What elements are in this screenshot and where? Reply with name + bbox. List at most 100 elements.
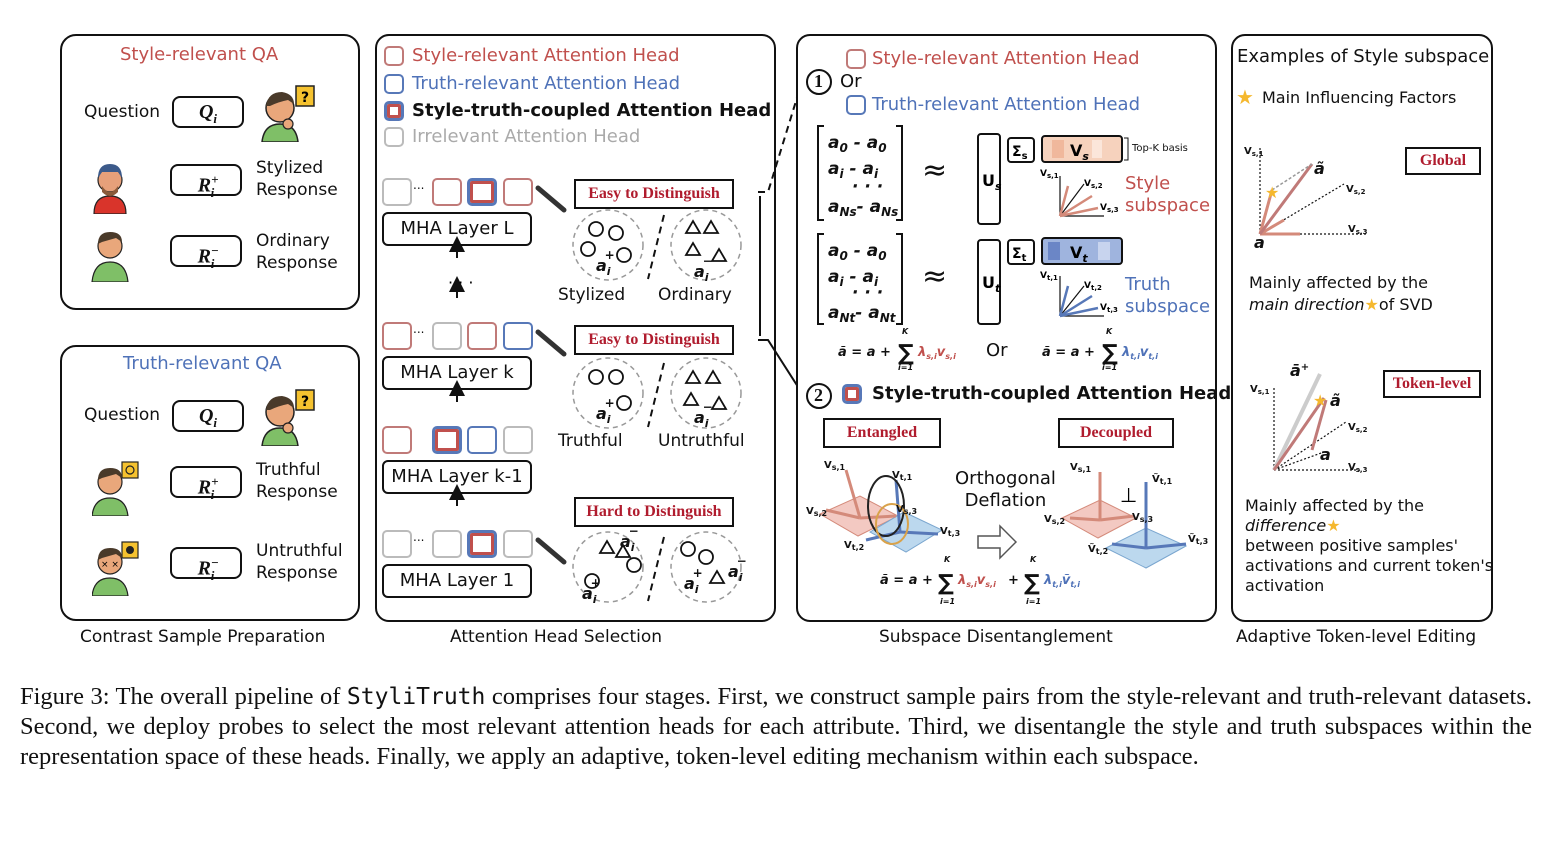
svg-text:i=1: i=1 (940, 597, 955, 606)
mha-layer-L: MHA Layer L (382, 212, 532, 246)
truth-head-label: Truth-relevant Attention Head (872, 94, 1141, 115)
orthogonal-word: Orthogonal (955, 468, 1056, 489)
truthful-text: Truthful (256, 460, 321, 480)
global-vector-plot: ★ Vs,1 Vs,2 Vs,3 ã a (1244, 146, 1368, 250)
svg-text:Vt,2: Vt,2 (844, 540, 864, 552)
caption-subspace: Subspace Disentanglement (879, 627, 1113, 647)
svg-text:Ṽt,1: Ṽt,1 (1152, 472, 1173, 486)
activation-clusters: ai+ ai− ai+ ai− ai− ai+ ai+ ai− (572, 209, 747, 605)
style-head-label: Style-relevant Attention Head (872, 48, 1140, 69)
svg-text:K: K (902, 327, 909, 336)
svg-text:≈: ≈ (922, 259, 947, 294)
r-symbol: R (197, 174, 212, 197)
svg-text:aNt- aNt: aNt- aNt (828, 303, 897, 325)
subspace-word: subspace (1125, 195, 1211, 216)
svg-text:λt,iṽt,i: λt,iṽt,i (1043, 573, 1080, 589)
truth-qa-title: Truth-relevant QA (123, 353, 282, 374)
svg-text:Vt,1: Vt,1 (892, 470, 913, 482)
svg-text:Vt,2: Vt,2 (1084, 281, 1102, 292)
tag-easy-distinguish-1: Easy to Distinguish (574, 179, 734, 209)
head-style (382, 322, 412, 350)
svg-text:a0 - a0: a0 - a0 (828, 241, 887, 263)
tag-decoupled: Decoupled (1058, 418, 1174, 448)
untruthful-person-icon: × × (92, 541, 139, 596)
truthful-response-bubble: R+i (170, 466, 242, 502)
head-gray (432, 530, 462, 558)
caption-method-name: StyliTruth (346, 684, 486, 710)
svg-text:ai+: ai+ (596, 248, 615, 278)
ordinary-person-icon (91, 232, 129, 282)
global-desc-line1: Mainly affected by the (1249, 273, 1428, 292)
legend-style-box (384, 46, 404, 66)
ordinary-text: Ordinary (256, 231, 330, 251)
svg-text:a: a (1254, 233, 1265, 250)
question-bubble-2: Qi (172, 400, 244, 432)
svg-text:a: a (1320, 445, 1331, 464)
svg-text:Vs,2: Vs,2 (1348, 422, 1368, 434)
tag-token-level: Token-level (1383, 370, 1481, 398)
svg-text:ai−: ai− (694, 400, 713, 430)
svg-text:ã: ã (1314, 159, 1325, 178)
svg-text:∑: ∑ (1024, 571, 1040, 596)
truth-head-box (846, 95, 866, 115)
svg-text:Vs,2: Vs,2 (1346, 184, 1366, 196)
legend-truth-label: Truth-relevant Attention Head (412, 73, 681, 94)
legend-coupled-box (384, 101, 404, 121)
connector-lines (758, 87, 801, 391)
step-2-circle (806, 383, 832, 409)
head-style (382, 426, 412, 454)
head-coupled (467, 178, 497, 206)
svg-text:K: K (1106, 327, 1113, 336)
stylized-person-icon (93, 164, 127, 214)
truthful-person-icon (92, 461, 139, 516)
svg-text:∑: ∑ (1102, 341, 1118, 366)
legend-coupled-label: Style-truth-coupled Attention Head (412, 100, 772, 121)
group-truthful: Truthful (558, 431, 623, 451)
svd-equations: a0 - a0 ai - ai · · · aNs- aNs a0 - a0 a… (817, 125, 1158, 370)
svg-text:Vt,3: Vt,3 (1100, 303, 1118, 314)
svg-text:Vs,3: Vs,3 (896, 504, 917, 516)
svg-text:· · ·: · · · (448, 273, 473, 292)
svg-text:ai+: ai+ (684, 566, 703, 596)
svg-text:Vs,2: Vs,2 (806, 506, 827, 518)
step-1-number: 1 (814, 71, 823, 91)
head-coupled (432, 426, 462, 454)
head-ellipsis: ... (413, 530, 425, 544)
legend-style-label: Style-relevant Attention Head (412, 45, 680, 66)
legend-truth-box (384, 74, 404, 94)
head-style (467, 322, 497, 350)
svg-text:Ṽt,3: Ṽt,3 (1188, 532, 1208, 546)
svg-text:ai+: ai+ (582, 576, 601, 605)
svg-text:ai−: ai− (694, 254, 713, 284)
head-coupled (467, 530, 497, 558)
probe-icon (535, 185, 567, 565)
step-1-circle (806, 69, 832, 95)
svg-text:Vs,3: Vs,3 (1132, 512, 1153, 524)
svg-text:i=1: i=1 (898, 363, 913, 370)
svg-text:λs,ivs,i: λs,ivs,i (957, 573, 996, 589)
token-desc-line5: activation (1245, 576, 1325, 595)
svg-text:K: K (1030, 555, 1037, 564)
mha-layer-k-1: MHA Layer k-1 (382, 460, 532, 494)
caption-contrast-sample: Contrast Sample Preparation (80, 627, 326, 647)
svg-text:★: ★ (1313, 391, 1327, 410)
or-between-formulas: Or (986, 340, 1008, 361)
svg-text:∑: ∑ (938, 571, 954, 596)
question-label: Question (84, 102, 161, 122)
svg-text:× ×: × × (101, 560, 119, 570)
svg-text:ã = a +: ã = a + (838, 345, 891, 360)
svg-text:ã = a +: ã = a + (880, 573, 933, 588)
svg-text:Vs,2: Vs,2 (1084, 179, 1103, 190)
step-2-number: 2 (814, 385, 823, 405)
question-person-icon: ? (261, 85, 315, 142)
svg-text:ã = a +: ã = a + (1042, 345, 1095, 360)
svg-text:Ṽt,2: Ṽt,2 (1088, 542, 1108, 556)
ordinary-response-bubble: R−i (170, 235, 242, 271)
svg-text:ai−: ai− (728, 554, 747, 584)
svg-text:★: ★ (1265, 183, 1279, 202)
style-qa-title: Style-relevant QA (120, 44, 279, 65)
svg-text:K: K (944, 555, 951, 564)
